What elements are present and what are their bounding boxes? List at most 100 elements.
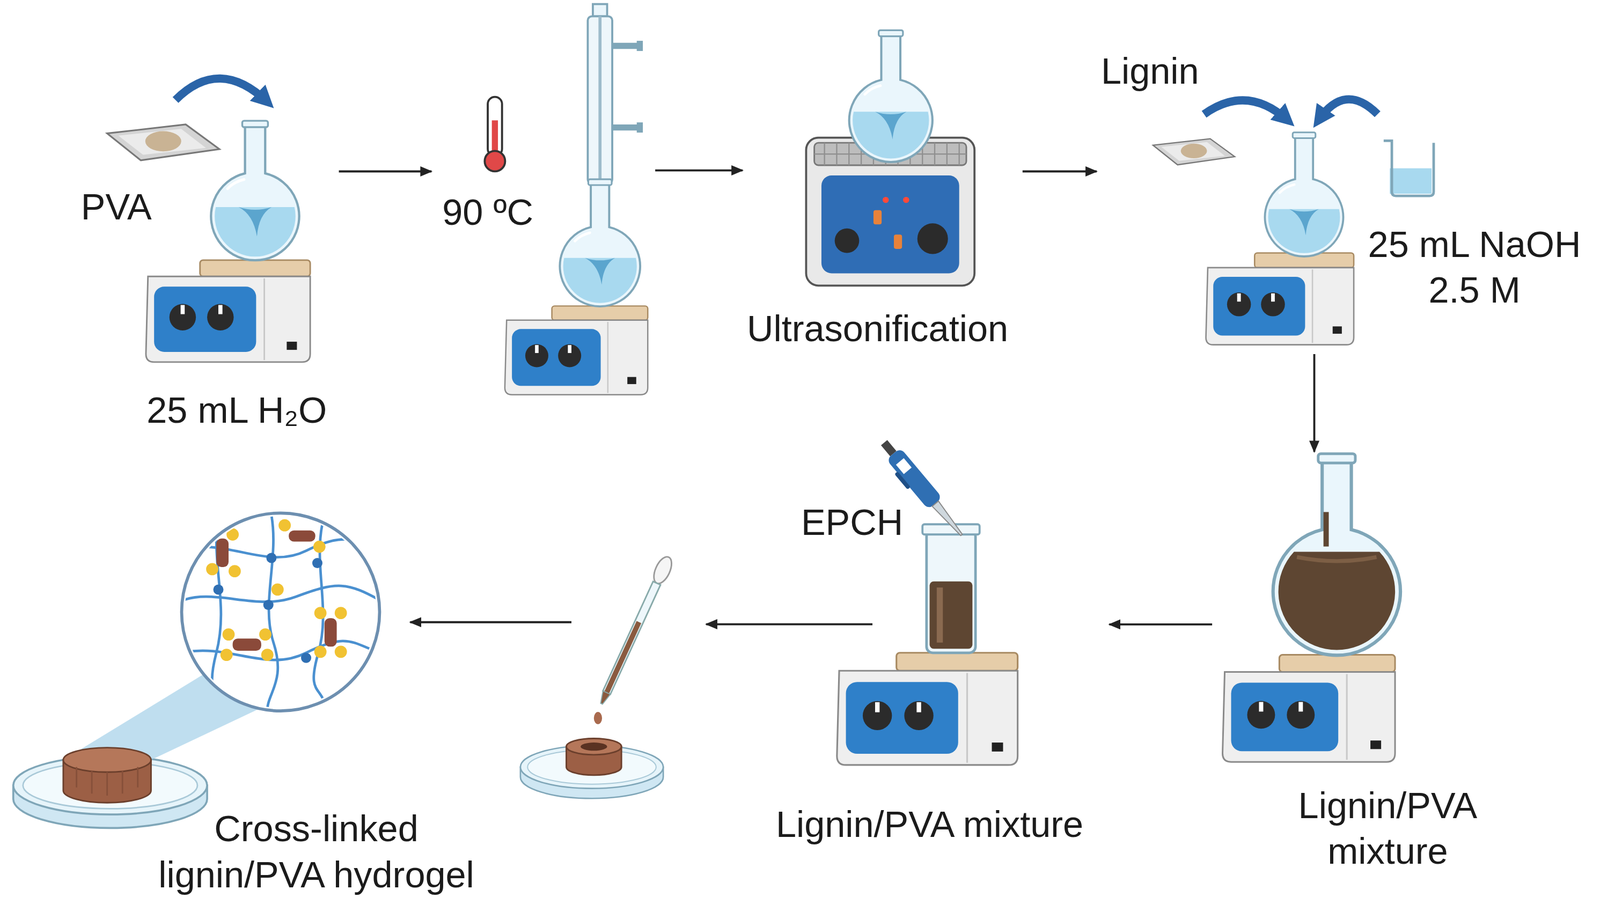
step-hydrogel [226,528,239,541]
process-step: Lignin/PVA mixture [1214,453,1502,888]
step-reflux [592,4,608,17]
step-epch-vial [894,471,911,490]
step-ultrasonic-bath [805,30,975,286]
step-add-lignin-naoh [1389,168,1432,195]
step-hydrogel [259,628,272,641]
step-epch-vial [931,501,965,538]
step-reflux [559,179,641,307]
step-ultrasonic-bath [893,234,902,249]
step-cast-in-dish [566,738,622,755]
step-hydrogel [271,583,284,596]
step-hydrogel [313,540,326,554]
step-hydrogel [181,641,380,660]
step-ultrasonic-bath [903,196,909,203]
step-cast-in-dish [593,712,603,725]
flow-arrow [1109,623,1213,626]
step-hydrogel [313,515,327,715]
step-epch-vial [896,458,912,475]
step-mixture-flask [1278,511,1396,650]
step-mixture-flask [1273,453,1401,656]
step-hydrogel [178,539,383,557]
step-ultrasonic-bath [873,210,882,225]
step-hydrogel [206,562,219,576]
step-hydrogel [334,606,348,620]
process-arrow [410,621,572,624]
step-hydrogel [301,652,312,664]
step-label: EPCH [801,499,904,546]
step-ultrasonic-bath [849,30,933,163]
step-add-lignin-naoh [1206,253,1355,346]
step-hydrogel [222,628,236,641]
step-hydrogel [312,558,323,569]
step-hydrogel [76,767,138,796]
step-hydrogel [267,510,278,715]
step-hydrogel [213,584,224,595]
step-reflux [612,124,639,131]
flow-arrow [1022,170,1097,173]
step-add-lignin-naoh [1318,99,1378,121]
step-add-lignin-naoh [1264,132,1343,257]
step-ultrasonic-bath [849,30,933,163]
step-reflux [487,97,503,157]
step-ultrasonic-bath [834,228,860,254]
step-epch-vial [886,448,943,510]
step-cast-in-dish [603,581,661,695]
step-hydrogel [220,648,233,662]
process-arrow [706,623,873,626]
process-step: EPCHLignin/PVA mixture [754,449,1107,853]
step-hydrogel [181,512,380,711]
process-arrow [410,622,873,625]
step-hydrogel [211,510,230,715]
step-cast-in-dish [604,621,642,694]
step-hydrogel [324,618,337,647]
step-reflux [636,40,643,51]
step-reflux [492,120,498,156]
step-dissolve-pva [214,179,296,258]
step-add-lignin-naoh [1153,99,1434,345]
step-label: 25 mL H₂O [146,387,327,434]
step-reflux [598,16,602,184]
step-ultrasonic-bath [821,175,960,274]
step-reflux [484,150,505,172]
flow-arrow [655,169,743,172]
step-dissolve-pva [107,124,220,161]
process-step: PVA 25 mL H₂O [71,86,337,437]
step-hydrogel [215,691,226,702]
step-hydrogel [13,510,383,829]
step-mixture-flask [1222,453,1401,763]
process-step: Cross-linked lignin/PVA hydrogel [10,510,501,904]
step-cast-in-dish [595,554,675,707]
step-mixture-flask [1222,655,1396,763]
step-add-lignin-naoh [1204,100,1288,121]
step-hydrogel [228,564,241,578]
step-hydrogel [216,538,229,568]
step-label: 90 ºC [442,189,534,236]
step-reflux [636,122,643,133]
step-hydrogel [334,645,348,658]
step-dissolve-pva [210,120,299,261]
step-hydrogel [266,552,277,563]
process-step: Lignin25 mL NaOH 2.5 M [1098,40,1600,352]
step-hydrogel [278,519,291,532]
step-ultrasonic-bath [882,196,889,203]
step-mixture-flask [1273,453,1401,656]
step-reflux [504,305,648,395]
process-step: Ultrasonification [744,30,1021,354]
step-ultrasonic-bath [852,85,929,159]
step-dissolve-pva [175,78,268,102]
step-epch-vial [936,587,943,643]
step-ultrasonic-bath [917,223,949,254]
step-hydrogel [314,645,327,658]
step-add-lignin-naoh [1264,132,1343,257]
step-epch-vial [837,652,1018,766]
step-hydrogel [213,552,322,702]
step-cast-in-dish [520,554,675,799]
step-label: PVA [81,184,152,231]
step-reflux [587,16,613,184]
step-hydrogel [314,606,327,620]
flow-arrow [339,170,432,173]
step-hydrogel [261,648,274,662]
step-label: 25 mL NaOH 2.5 M [1341,221,1600,314]
step-epch-vial [929,581,973,649]
